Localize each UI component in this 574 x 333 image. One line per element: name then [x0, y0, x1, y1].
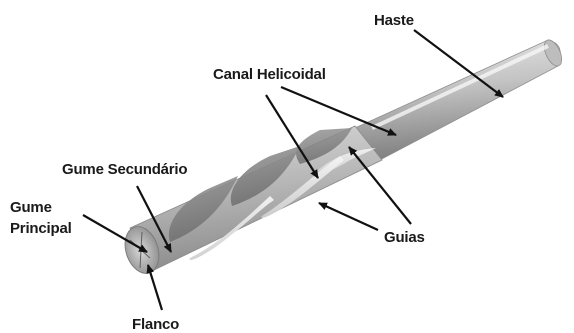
label-flanco: Flanco: [132, 316, 179, 333]
drill-body: [130, 126, 382, 272]
label-haste: Haste: [374, 12, 414, 30]
label-gume-secundario: Gume Secundário: [62, 161, 187, 179]
arrow-canal-2: [281, 87, 396, 135]
label-guias: Guias: [384, 229, 425, 247]
label-gume-principal-line2: Principal: [10, 220, 72, 238]
arrow-guias-2: [319, 203, 378, 230]
drill-shank: [355, 40, 560, 160]
label-gume-principal-line1: Gume: [10, 199, 52, 217]
label-canal-helicoidal: Canal Helicoidal: [213, 66, 326, 84]
arrow-flanco: [148, 265, 162, 310]
